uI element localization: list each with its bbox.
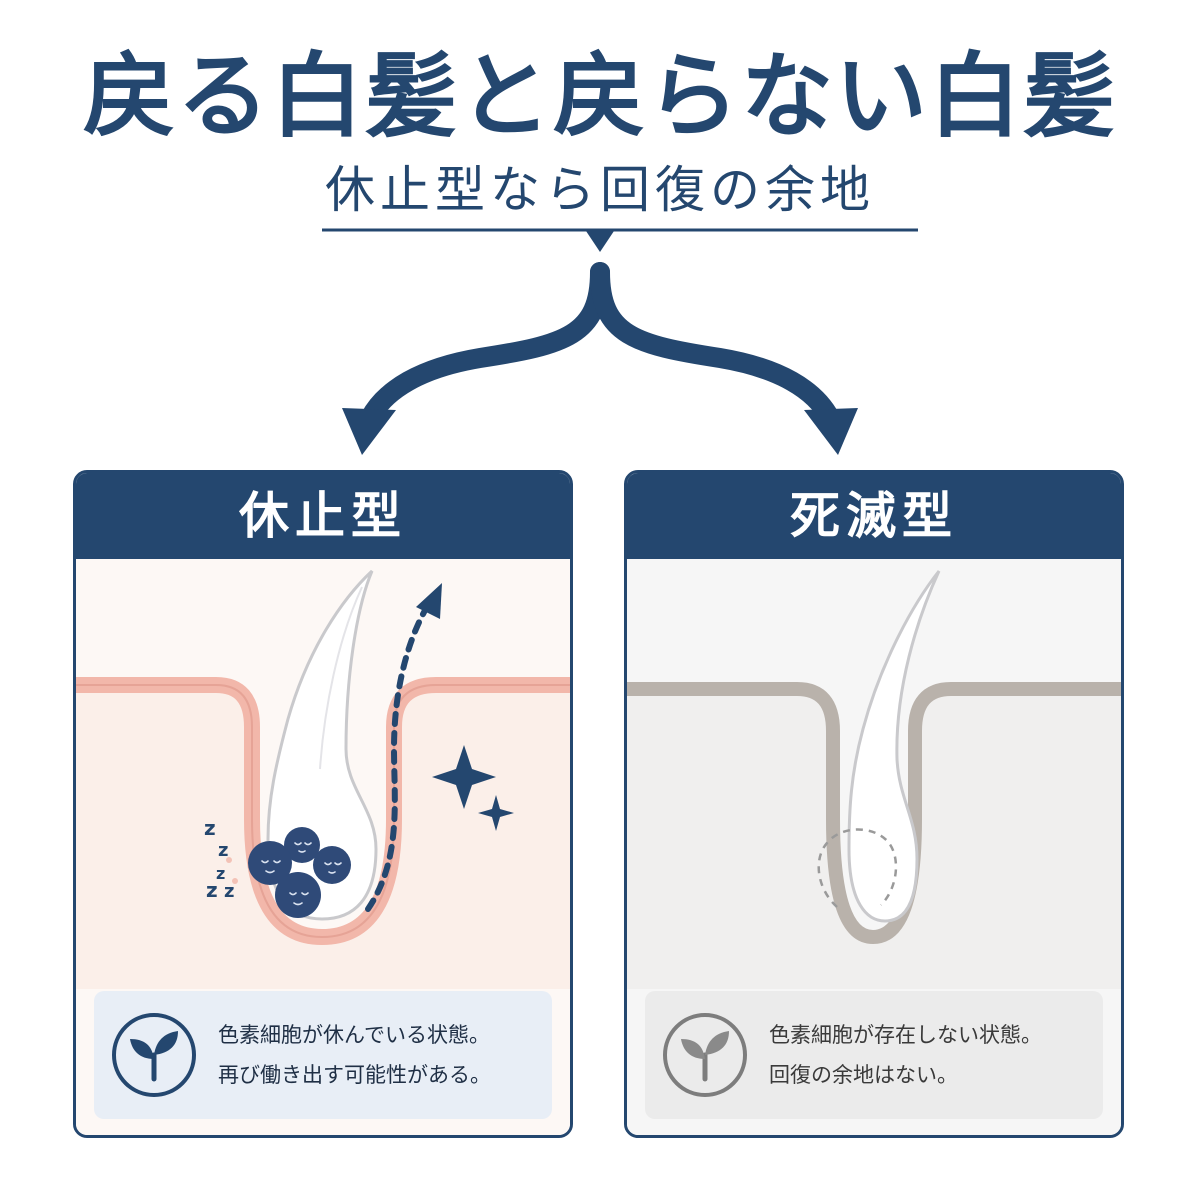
panel-dead-title: 死滅型 <box>627 473 1121 559</box>
description-line: 回復の余地はない。 <box>769 1063 958 1087</box>
sleep-dots <box>226 857 238 884</box>
empty-bulb-icon <box>817 828 898 908</box>
panel-dormant-title: 休止型 <box>76 473 570 559</box>
panel-dead-body: 色素細胞が存在しない状態。 回復の余地はない。 <box>627 559 1121 1135</box>
sleep-mark: z <box>204 816 216 840</box>
sleep-mark: z <box>218 840 228 861</box>
dormant-description: 色素細胞が休んでいる状態。 再び働き出す可能性がある。 <box>218 1015 548 1095</box>
sleep-mark: z <box>224 881 234 902</box>
sleep-mark: z <box>206 878 218 902</box>
sprout-icon <box>112 1013 196 1097</box>
hair-strand <box>847 570 941 923</box>
sparkle-icon <box>432 745 514 831</box>
recovery-arrow-icon <box>365 583 442 912</box>
page-subtitle: 休止型なら回復の余地 <box>325 161 875 219</box>
dormant-follicle-diagram: z z z z z <box>76 569 570 989</box>
page-title: 戻る白髪と戻らない白髪 <box>82 43 1117 150</box>
pointer-triangle-icon <box>586 231 614 252</box>
description-line: 再び働き出す可能性がある。 <box>218 1063 491 1087</box>
sprout-icon <box>663 1013 747 1097</box>
split-arrow-icon <box>360 262 840 428</box>
dormant-info-box: 色素細胞が休んでいる状態。 再び働き出す可能性がある。 <box>94 991 552 1119</box>
dead-follicle-diagram <box>627 570 1121 989</box>
panel-dormant: 休止型 <box>73 470 573 1138</box>
pigment-cell-icon <box>248 827 351 918</box>
left-arrowhead-icon <box>342 408 396 455</box>
dead-description: 色素細胞が存在しない状態。 回復の余地はない。 <box>769 1015 1099 1095</box>
sleep-marks: z z z z z <box>204 816 234 902</box>
header-graphics <box>322 228 918 455</box>
panel-dead: 死滅型 色素細胞が存在しない状態。 回復の余地はない。 <box>624 470 1124 1138</box>
sleep-mark: z <box>216 864 225 883</box>
panel-dormant-body: z z z z z 色素細胞が休んでいる状態。 再び働き出す可能性がある。 <box>76 559 570 1135</box>
description-line: 色素細胞が存在しない状態。 <box>769 1023 1042 1047</box>
right-arrowhead-icon <box>804 408 858 455</box>
dead-info-box: 色素細胞が存在しない状態。 回復の余地はない。 <box>645 991 1103 1119</box>
description-line: 色素細胞が休んでいる状態。 <box>218 1023 490 1047</box>
